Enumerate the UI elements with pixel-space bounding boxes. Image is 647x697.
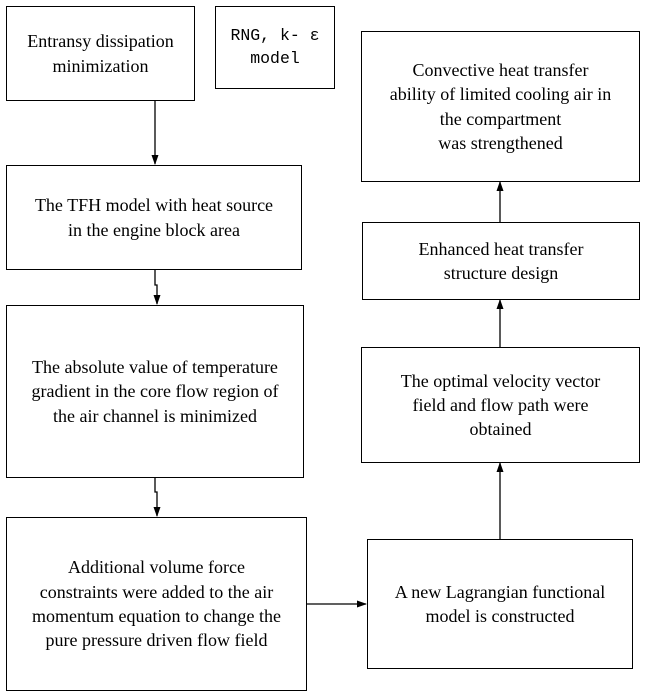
- arrow-gradient-to-volume-force: [153, 478, 161, 517]
- node-lagrangian-functional: A new Lagrangian functional model is con…: [367, 539, 633, 669]
- node-label: Convective heat transfer ability of limi…: [389, 59, 612, 153]
- node-temperature-gradient: The absolute value of temperature gradie…: [6, 305, 304, 478]
- node-optimal-velocity: The optimal velocity vector field and fl…: [361, 347, 640, 463]
- node-heat-transfer-structure: Enhanced heat transfer structure design: [362, 222, 640, 300]
- node-entransy-dissipation: Entransy dissipation minimization: [6, 6, 195, 101]
- node-label: Enhanced heat transfer structure design: [418, 238, 584, 283]
- node-volume-force-constraints: Additional volume force constraints were…: [6, 517, 307, 691]
- node-label: RNG, k- ε model: [230, 26, 320, 68]
- node-rng-model: RNG, k- ε model: [215, 6, 335, 89]
- node-label: A new Lagrangian functional model is con…: [394, 581, 606, 626]
- node-convective-heat-transfer: Convective heat transfer ability of limi…: [361, 31, 640, 182]
- node-label: The absolute value of temperature gradie…: [31, 357, 279, 426]
- node-label: Additional volume force constraints were…: [32, 557, 281, 651]
- node-label: The optimal velocity vector field and fl…: [400, 370, 601, 440]
- arrow-tfh-to-gradient: [153, 270, 161, 305]
- node-tfh-model: The TFH model with heat source in the en…: [6, 165, 302, 270]
- node-label: Entransy dissipation minimization: [27, 31, 174, 76]
- node-label: The TFH model with heat source in the en…: [34, 195, 274, 240]
